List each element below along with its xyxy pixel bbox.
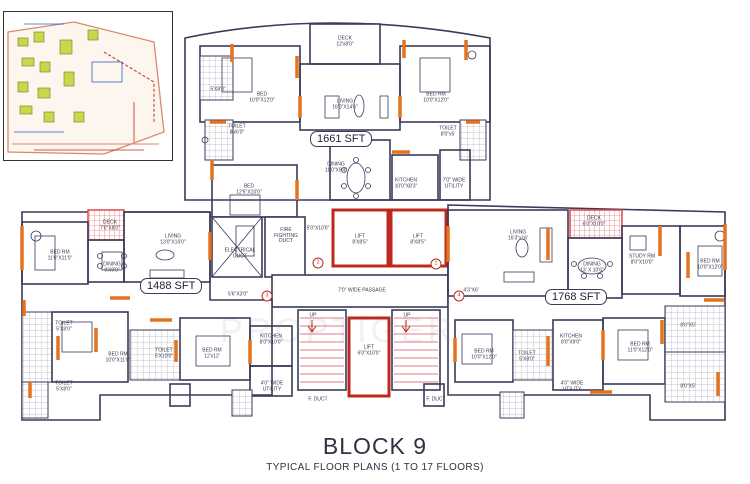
- marker-4: 4: [457, 292, 461, 299]
- room-label-dining-left: DINING 9'X9'0": [103, 261, 121, 273]
- right-wing-windows: [446, 224, 727, 396]
- room-label-lift-1: LIFT 8'X8'5": [352, 233, 368, 245]
- marker-1: 1: [434, 260, 438, 267]
- room-label-passage: 7'0" WIDE PASSAGE: [338, 287, 386, 294]
- dimension-label-right-lobby: 4'3"X6': [463, 287, 479, 294]
- room-label-fduct-right: F. DUCT: [426, 396, 446, 403]
- room-label-bed-left-center: BED RM 12'x12': [202, 347, 222, 359]
- stair-treads: [300, 317, 438, 383]
- plan-title: BLOCK 9: [322, 433, 428, 459]
- room-label-bed-left: BED RM 11'6"X11'0": [47, 249, 73, 261]
- room-label-toilet-left-2: TOILET 5'X8'0": [55, 380, 73, 392]
- room-label-toilet-left: TOILET 5'X8'0": [55, 320, 73, 332]
- right-wing-furniture: [461, 227, 726, 365]
- room-label-kitchen-top: KITCHEN 10'0"X8'3": [394, 177, 418, 189]
- room-label-toilet-left-center: TOILET 5'X10'0": [154, 347, 174, 359]
- room-label-kitchen-left: KITCHEN 8'0"X10'0": [259, 333, 283, 345]
- left-wing-windows: [20, 226, 252, 398]
- room-label-lift-2: LIFT 8'X8'5": [410, 233, 426, 245]
- room-label-deck-left: DECK 7'0"X8'0": [100, 219, 120, 231]
- room-label-lift-3: LIFT 6'0"X10'0": [357, 344, 381, 356]
- up-arrows: [307, 320, 411, 333]
- room-label-bed-right-lower: BED RM 10'0"X12'0": [471, 348, 497, 360]
- room-label-toilet-right-far-2: 8'0"X5': [680, 383, 696, 390]
- area-tag-right: 1768 SFT: [545, 289, 608, 305]
- room-label-bed-right: BED RM 10'0"X12'0": [697, 258, 723, 270]
- room-label-electrical-duct: ELECTRICAL DUCT: [224, 247, 256, 259]
- plan-subtitle: TYPICAL FLOOR PLANS (1 TO 17 FLOORS): [266, 462, 484, 473]
- room-label-bed-right-far: BED RM 11'0"X12'0": [627, 341, 653, 353]
- room-label-living-right: LIVING 16'3"x16': [507, 229, 529, 241]
- room-label-living-top: LIVING 16'0"X14'6": [332, 98, 358, 110]
- area-tag-left: 1488 SFT: [140, 278, 203, 294]
- room-label-bed-top-left: BED 10'0"X12'0": [249, 91, 275, 103]
- room-label-utility-right: 4'0" WIDE UTILITY: [560, 380, 584, 392]
- room-label-toilet-top-left: TOILET 8'x5'0": [228, 123, 246, 135]
- dimension-label-left-lobby: 5'6"X3'0": [228, 291, 248, 298]
- watermark: PROPTIGER: [220, 312, 457, 350]
- site-key-map: [3, 11, 173, 161]
- lift-shafts: [331, 208, 448, 398]
- room-label-utility-left: 4'0" WIDE UTILITY: [260, 380, 284, 392]
- room-label-toilet-top-left-small: 5'X8'0": [210, 86, 226, 93]
- room-label-dining-right: DINING 13' X 10'6": [580, 261, 604, 273]
- room-label-living-left: LIVING 13'0"X16'0": [160, 233, 186, 245]
- room-label-bed-left-lower: BED RM 10'0"X11'0": [105, 351, 131, 363]
- left-wing: [21, 209, 293, 421]
- room-label-kitchen-right: KITCHEN 8'0"X9'0": [560, 333, 582, 345]
- stair-label-up-right: UP: [403, 312, 411, 319]
- marker-3: 3: [265, 292, 269, 299]
- room-label-toilet-right-far: 8'0"X5': [680, 322, 696, 329]
- location-markers: [261, 257, 465, 302]
- room-label-study-right: STUDY RM 8'0"X10'0": [628, 253, 656, 265]
- right-wing: [423, 204, 726, 421]
- area-tag-top: 1661 SFT: [310, 131, 373, 147]
- room-label-fduct-left: F. DUCT: [308, 396, 328, 403]
- room-label-bed-center: BED 12'6"X10'0": [236, 183, 262, 195]
- room-label-bed-top-right: BED RM 10'0"X12'0": [423, 91, 449, 103]
- room-label-dining-top: DINING 11'0"X9'4": [324, 161, 348, 173]
- site-key-map-drawing: [7, 21, 165, 155]
- room-label-fire-duct: FIRE FIGHTING DUCT: [274, 226, 298, 244]
- room-label-deck-right: DECK 6'0"X10'0": [582, 215, 606, 227]
- room-label-utility-top: 7'0" WIDE UTILITY: [442, 177, 466, 189]
- dining-table-top: [201, 50, 477, 216]
- dimension-label-lobby: 5'0"X10'0": [306, 225, 330, 232]
- room-label-deck-top: DECK 12'x8'0": [336, 35, 354, 47]
- marker-2: 2: [316, 259, 320, 266]
- stair-label-up-left: UP: [309, 312, 317, 319]
- room-label-toilet-right: TOILET 5'X8'0": [518, 350, 536, 362]
- left-wing-furniture: [30, 225, 255, 367]
- room-label-toilet-top-right: TOILET 8'0"x5': [439, 125, 457, 137]
